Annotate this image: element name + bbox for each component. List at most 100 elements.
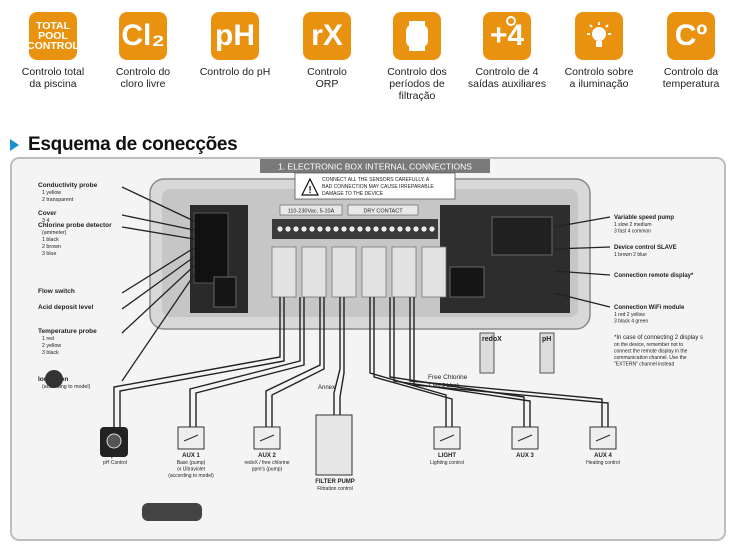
annex-label: Annex [318, 385, 335, 391]
device-wire [373, 297, 453, 427]
left-label-sub: 2 transparent [42, 197, 74, 203]
left-label-title: Chlorine probe detector [38, 222, 112, 229]
aux-plus4-icon: +4 [483, 12, 531, 60]
right-wire [553, 246, 611, 250]
left-label-sub: 3 blue [42, 251, 56, 257]
feature-badge-text: CONTROL [27, 40, 79, 52]
device-sub: or Ultraviolet [177, 467, 206, 473]
device-wire [393, 297, 531, 427]
uv-equipment-icon [142, 503, 202, 521]
feature-caption-line: períodos de [389, 78, 445, 90]
device-wire [119, 297, 285, 427]
connection-diagram: 1. ELECTRONIC BOX INTERNAL CONNECTIONS !… [10, 157, 726, 541]
left-relay [213, 276, 237, 308]
terminal-screw-icon [421, 226, 427, 232]
right-label-title: *In case of connecting 2 display s [614, 335, 703, 341]
section-title: Esquema de conecções [28, 134, 238, 155]
left-label-title: Acid deposit level [38, 304, 93, 311]
redox-connector [479, 332, 495, 374]
feature-badge-text: TOTAL [35, 20, 71, 32]
feature-badge-text: rX [311, 19, 343, 52]
device-title: LIGHT [438, 453, 456, 459]
left-wire [121, 256, 195, 310]
device-sub: pH Control [103, 460, 127, 466]
left-wire [121, 226, 195, 240]
terminal-screw-icon [309, 226, 315, 232]
relay-module [331, 246, 357, 298]
right-label-title: Connection remote display* [614, 273, 694, 279]
right-wire [553, 216, 611, 228]
left-label-sub: 1 red [42, 336, 54, 342]
feature-caption-line: cloro livre [120, 78, 166, 90]
device-wire [369, 297, 447, 427]
device-title: AUX 2 [258, 453, 276, 459]
filtration-timer-icon [393, 12, 441, 60]
left-terminal-block [193, 212, 229, 284]
relay-module [361, 246, 387, 298]
right-label-sub: connect the remote display in the [614, 349, 688, 355]
chlorine-icon: Cl₂ [119, 12, 167, 60]
left-label-title: Conductivity probe [38, 182, 98, 189]
right-chip-1 [449, 266, 485, 298]
terminal-screw-icon [293, 226, 299, 232]
left-label-sub: 3 black [42, 350, 59, 356]
terminal-strip [272, 219, 438, 239]
device-wire [265, 297, 321, 427]
relay-module [271, 246, 297, 298]
right-label-sub: "EXTERN" channel instead [614, 362, 674, 368]
switch-lever-icon [183, 434, 199, 442]
device-wire [113, 297, 281, 427]
right-label-title: Connection WiFi module [614, 305, 685, 311]
right-label-sub: 1 brown 2 blue [614, 252, 647, 258]
box-title-tab [260, 159, 490, 173]
feature-caption-line: Controlo da [663, 66, 719, 78]
warning-line-3: DAMAGE TO THE DEVICE [322, 191, 384, 197]
feature-caption-line: Controlo total [21, 66, 85, 78]
terminal-screw-icon [357, 226, 363, 232]
device-sub: Filtration control [317, 486, 353, 492]
left-wire [121, 265, 195, 334]
left-label-sub: 3 4 [42, 218, 49, 224]
contact-label-box [347, 204, 419, 216]
left-label-sub: (according to model) [42, 384, 91, 390]
ionization-device-icon [45, 370, 63, 388]
feature-caption-line: da piscina [29, 78, 77, 90]
device-wire [271, 297, 325, 427]
switch-lever-icon [439, 434, 455, 442]
relay-module [301, 246, 327, 298]
feature-caption-line: Controlo [307, 66, 347, 78]
feature-caption-line: Controlo sobre [564, 66, 634, 78]
ph-icon: pH [211, 12, 259, 60]
feature-caption-line: a iluminação [569, 78, 629, 90]
warning-icon [301, 177, 319, 196]
terminal-screw-icon [333, 226, 339, 232]
device-sub: ppm's (pump) [252, 467, 283, 473]
left-label-sub: 1 yellow [42, 190, 61, 196]
device-wire [189, 297, 301, 427]
left-label-sub: 2 brown [42, 244, 61, 250]
free-chlorine-sub: 1 red 2 black [428, 383, 460, 389]
terminal-screw-icon [365, 226, 371, 232]
terminal-screw-icon [277, 226, 283, 232]
warning-line-2: BAD CONNECTION MAY CAUSE IRREPARABLE [322, 184, 434, 190]
left-label-title: Temperature probe [38, 328, 97, 335]
power-label-box [279, 204, 343, 216]
switch-lever-icon [595, 434, 611, 442]
right-label-sub: 1 slow 2 medium [614, 222, 652, 228]
right-wire [553, 270, 611, 276]
terminal-screw-icon [373, 226, 379, 232]
device-sub: Heating control [586, 460, 620, 466]
terminal-screw-icon [381, 226, 387, 232]
device-sub: redoX / free chlorine [244, 460, 289, 466]
right-label-sub: 3 fast 4 common [614, 229, 651, 235]
filter-pump-box [315, 414, 353, 476]
feature-caption-line: Controlo do [115, 66, 171, 78]
terminal-screw-icon [429, 226, 435, 232]
device-title: AUX 4 [594, 453, 612, 459]
